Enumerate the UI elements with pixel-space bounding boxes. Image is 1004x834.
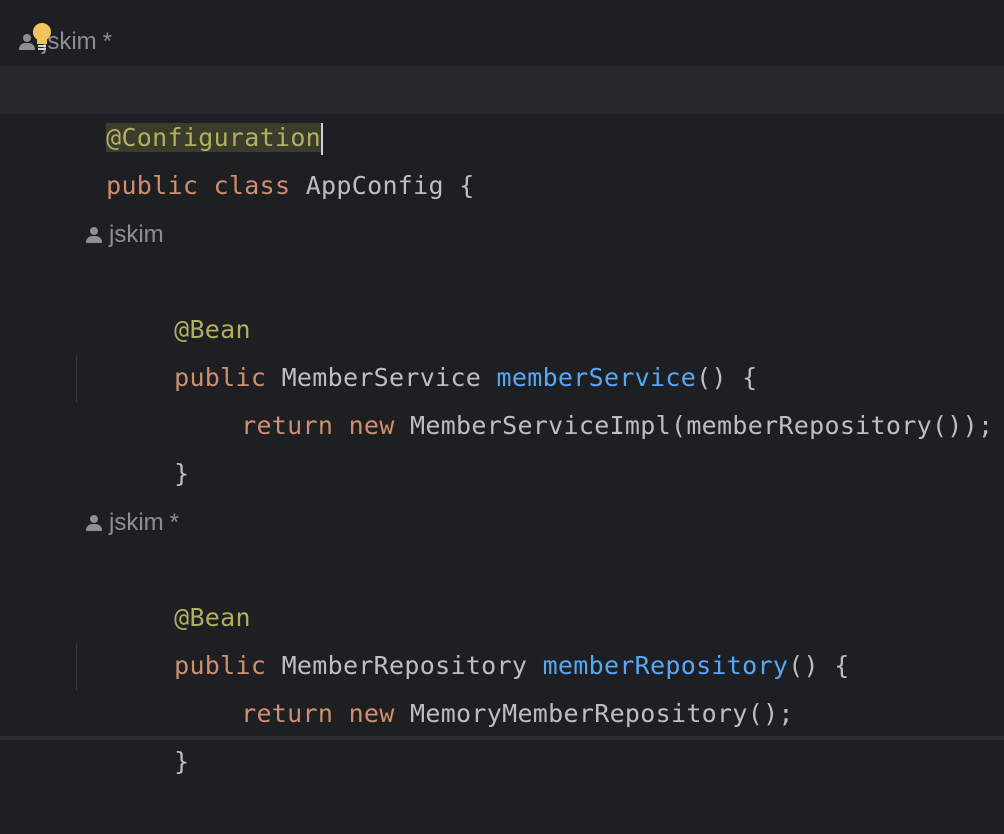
keyword-new: new: [348, 411, 395, 440]
person-icon: [85, 514, 103, 532]
code-expression: MemberServiceImpl(memberRepository());: [410, 411, 994, 440]
annotation-configuration: @Configuration: [106, 123, 322, 152]
editor-bottom-edge: [0, 736, 1004, 740]
keyword-return: return: [241, 699, 334, 728]
author-name: jskim: [109, 221, 164, 248]
code-line-9[interactable]: return new MemoryMemberRepository();: [0, 642, 793, 728]
return-type: MemberRepository: [281, 651, 528, 680]
author-inlay[interactable]: jskim *: [18, 18, 112, 66]
person-icon: [85, 226, 103, 244]
code-line-8[interactable]: public MemberRepository memberRepository…: [0, 594, 849, 680]
person-icon: [18, 33, 36, 51]
modified-marker: *: [169, 509, 179, 536]
code-line-2[interactable]: public class AppConfig {: [0, 114, 474, 200]
code-editor[interactable]: jskim * @Configuration public class AppC…: [0, 0, 1004, 776]
lightbulb-icon[interactable]: [31, 22, 53, 52]
indent-guide: [76, 644, 77, 690]
code-line-10[interactable]: }: [0, 690, 189, 776]
code-expression: MemoryMemberRepository();: [410, 699, 794, 728]
author-name: jskim: [42, 28, 97, 55]
closing-brace: }: [174, 459, 190, 488]
indent-guide: [76, 356, 77, 402]
author-inlay[interactable]: jskim: [85, 211, 170, 259]
code-punctuation: () {: [696, 363, 758, 392]
keyword-public: public: [106, 171, 199, 200]
class-name: AppConfig {: [305, 171, 475, 200]
code-line-4[interactable]: public MemberService memberService() {: [0, 306, 757, 392]
keyword-new: new: [348, 699, 395, 728]
code-line-5[interactable]: return new MemberServiceImpl(memberRepos…: [0, 354, 993, 440]
modified-marker: *: [102, 28, 112, 55]
annotation-bean: @Bean: [174, 603, 251, 632]
return-type: MemberService: [281, 363, 482, 392]
author-inlay[interactable]: jskim *: [85, 499, 179, 547]
method-name: memberRepository: [542, 651, 789, 680]
code-line-1[interactable]: @Configuration: [0, 66, 1004, 155]
keyword-class: class: [213, 171, 291, 200]
annotation-bean: @Bean: [174, 315, 251, 344]
keyword-return: return: [241, 411, 334, 440]
code-punctuation: () {: [788, 651, 850, 680]
code-line-6[interactable]: }: [0, 402, 189, 488]
author-name: jskim: [109, 509, 164, 536]
code-line-3[interactable]: @Bean: [0, 258, 250, 344]
closing-brace: }: [174, 747, 190, 776]
keyword-public: public: [174, 363, 267, 392]
keyword-public: public: [174, 651, 267, 680]
code-line-7[interactable]: @Bean: [0, 546, 250, 632]
text-caret: [321, 123, 324, 155]
method-name: memberService: [496, 363, 697, 392]
